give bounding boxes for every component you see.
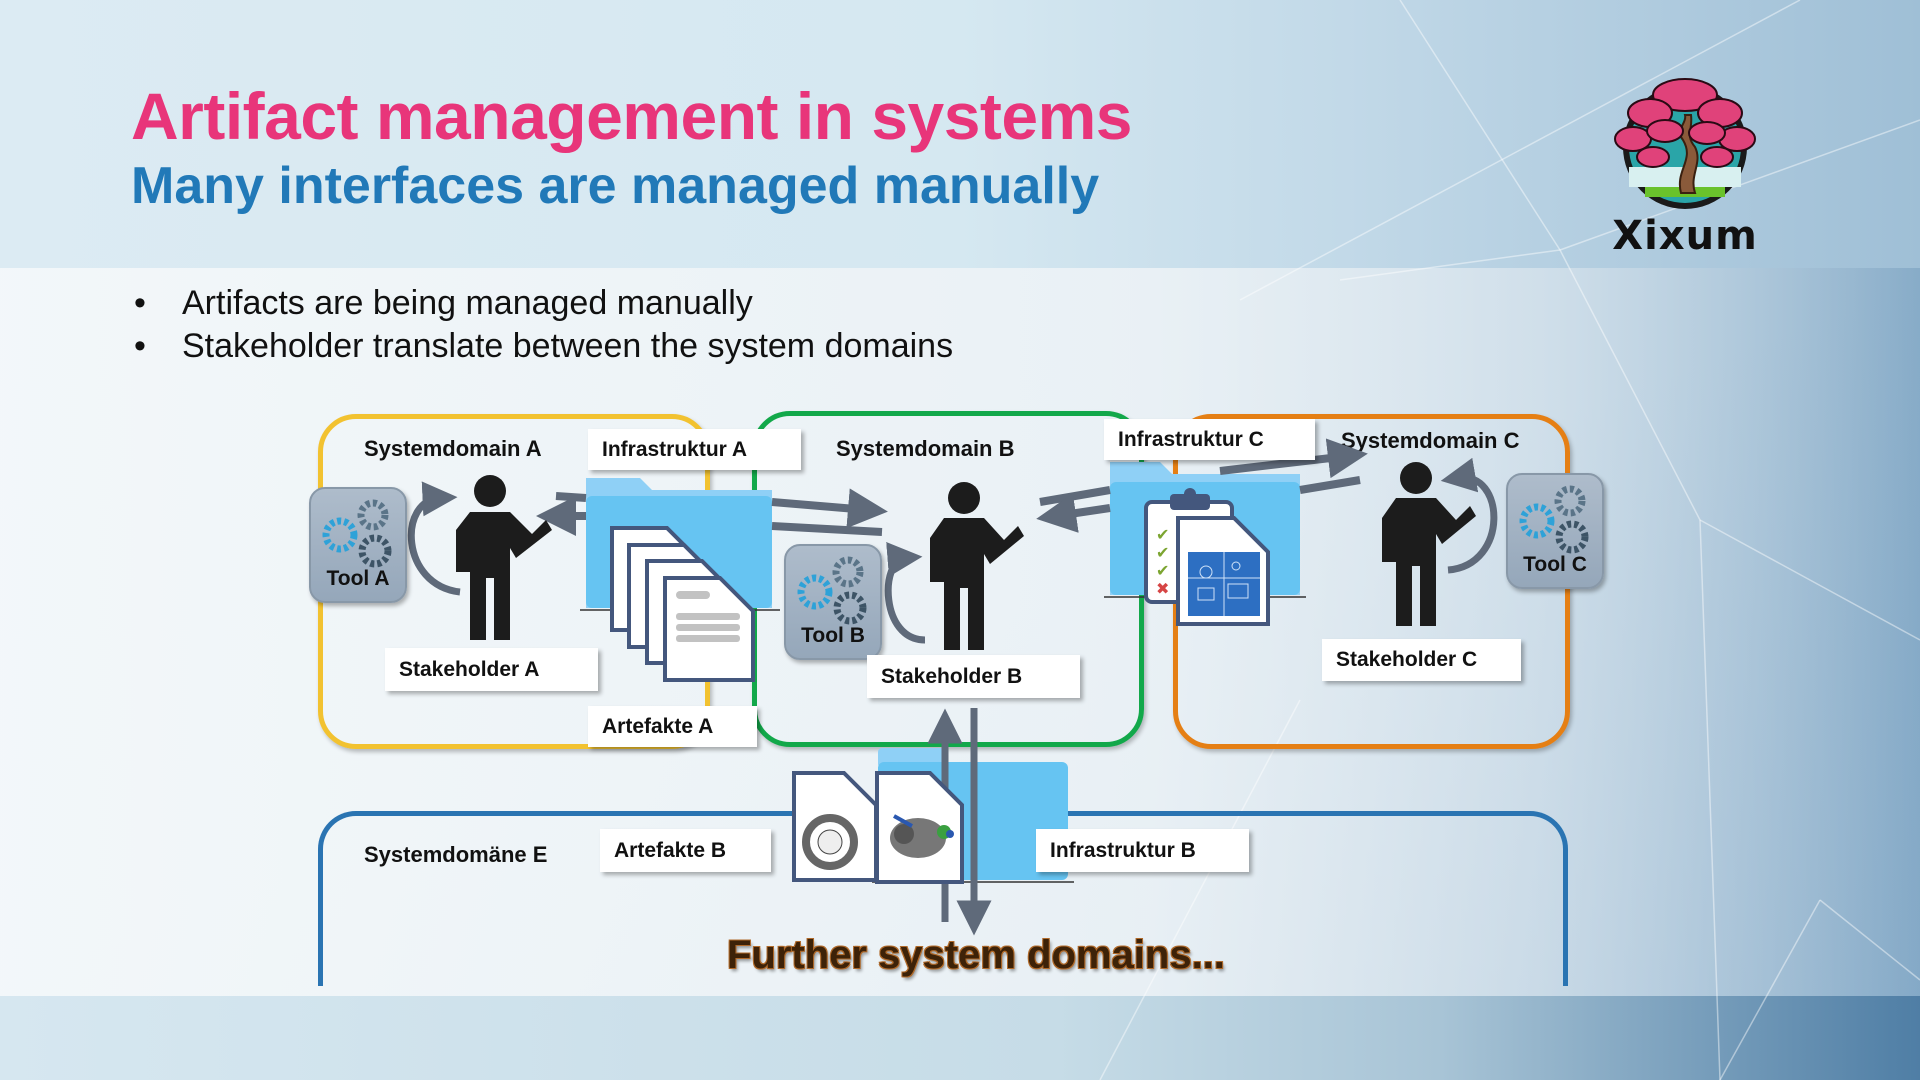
- slide-subtitle: Many interfaces are managed manually: [131, 157, 1100, 215]
- cad-document-1-icon: [792, 771, 878, 882]
- artifacts-a-label: Artefakte A: [588, 706, 757, 747]
- artifacts-a-documents-icon: [610, 526, 755, 682]
- arrows-b-c: [1036, 438, 1368, 533]
- gears-icon: [322, 499, 392, 568]
- cycle-arrow-a: [407, 481, 461, 596]
- systemdomain-e-title: Systemdomäne E: [364, 842, 548, 867]
- stakeholder-c-label: Stakeholder C: [1322, 639, 1521, 681]
- systemdomain-b-title: Systemdomain B: [836, 436, 1015, 461]
- tool-a-label: Tool A: [326, 567, 390, 590]
- cycle-arrow-b: [884, 542, 926, 644]
- tool-a: Tool A: [309, 487, 407, 603]
- stakeholder-b-label: Stakeholder B: [867, 655, 1080, 698]
- stakeholder-a-person-icon: [456, 475, 552, 640]
- infrastructure-a-label: Infrastruktur A: [588, 429, 801, 470]
- cycle-arrow-c: [1440, 457, 1498, 574]
- document-lines: [676, 591, 740, 642]
- blueprint-document-icon: [1176, 516, 1270, 626]
- bullet-text: Artifacts are being managed manually: [182, 284, 753, 322]
- tool-c-label: Tool C: [1523, 553, 1587, 576]
- bullet-item: • Artifacts are being managed manually: [130, 282, 953, 325]
- infrastructure-c-label: Infrastruktur C: [1104, 419, 1315, 460]
- tool-c: Tool C: [1506, 473, 1604, 589]
- tool-b-label: Tool B: [801, 624, 865, 647]
- further-domains-text: Further system domains...: [727, 933, 1225, 977]
- logo-text: Xixum: [1612, 213, 1758, 259]
- svg-text:✖: ✖: [1156, 579, 1169, 598]
- systemdomain-a-title: Systemdomain A: [364, 436, 542, 461]
- systemdomain-c-title: Systemdomain C: [1341, 428, 1520, 453]
- xixum-logo: Xixum: [1605, 75, 1765, 265]
- bullet-text: Stakeholder translate between the system…: [182, 327, 954, 365]
- header-band: [0, 0, 1920, 268]
- svg-text:✔: ✔: [1156, 561, 1169, 580]
- infrastructure-b-label: Infrastruktur B: [1036, 829, 1249, 872]
- stakeholder-c-person-icon: [1382, 462, 1476, 626]
- bonsai-tree-logo-icon: [1614, 78, 1756, 209]
- svg-text:✔: ✔: [1156, 525, 1169, 544]
- stakeholder-b-person-icon: [930, 482, 1024, 650]
- footer-band: [0, 996, 1920, 1080]
- tool-b: Tool B: [784, 544, 882, 660]
- gears-icon: [797, 556, 867, 625]
- svg-text:✔: ✔: [1156, 543, 1169, 562]
- bullet-item: • Stakeholder translate between the syste…: [130, 325, 953, 368]
- slide-title: Artifact management in systems: [131, 79, 1133, 153]
- bullet-list: • Artifacts are being managed manually • S…: [130, 282, 953, 368]
- stakeholder-a-label: Stakeholder A: [385, 648, 598, 691]
- artifacts-b-label: Artefakte B: [600, 829, 771, 872]
- cad-document-2-icon: [875, 771, 964, 884]
- bullet-dot: •: [134, 327, 146, 365]
- arrows-a-b: [536, 488, 888, 536]
- gears-icon: [1519, 485, 1589, 554]
- bullet-dot: •: [134, 284, 146, 322]
